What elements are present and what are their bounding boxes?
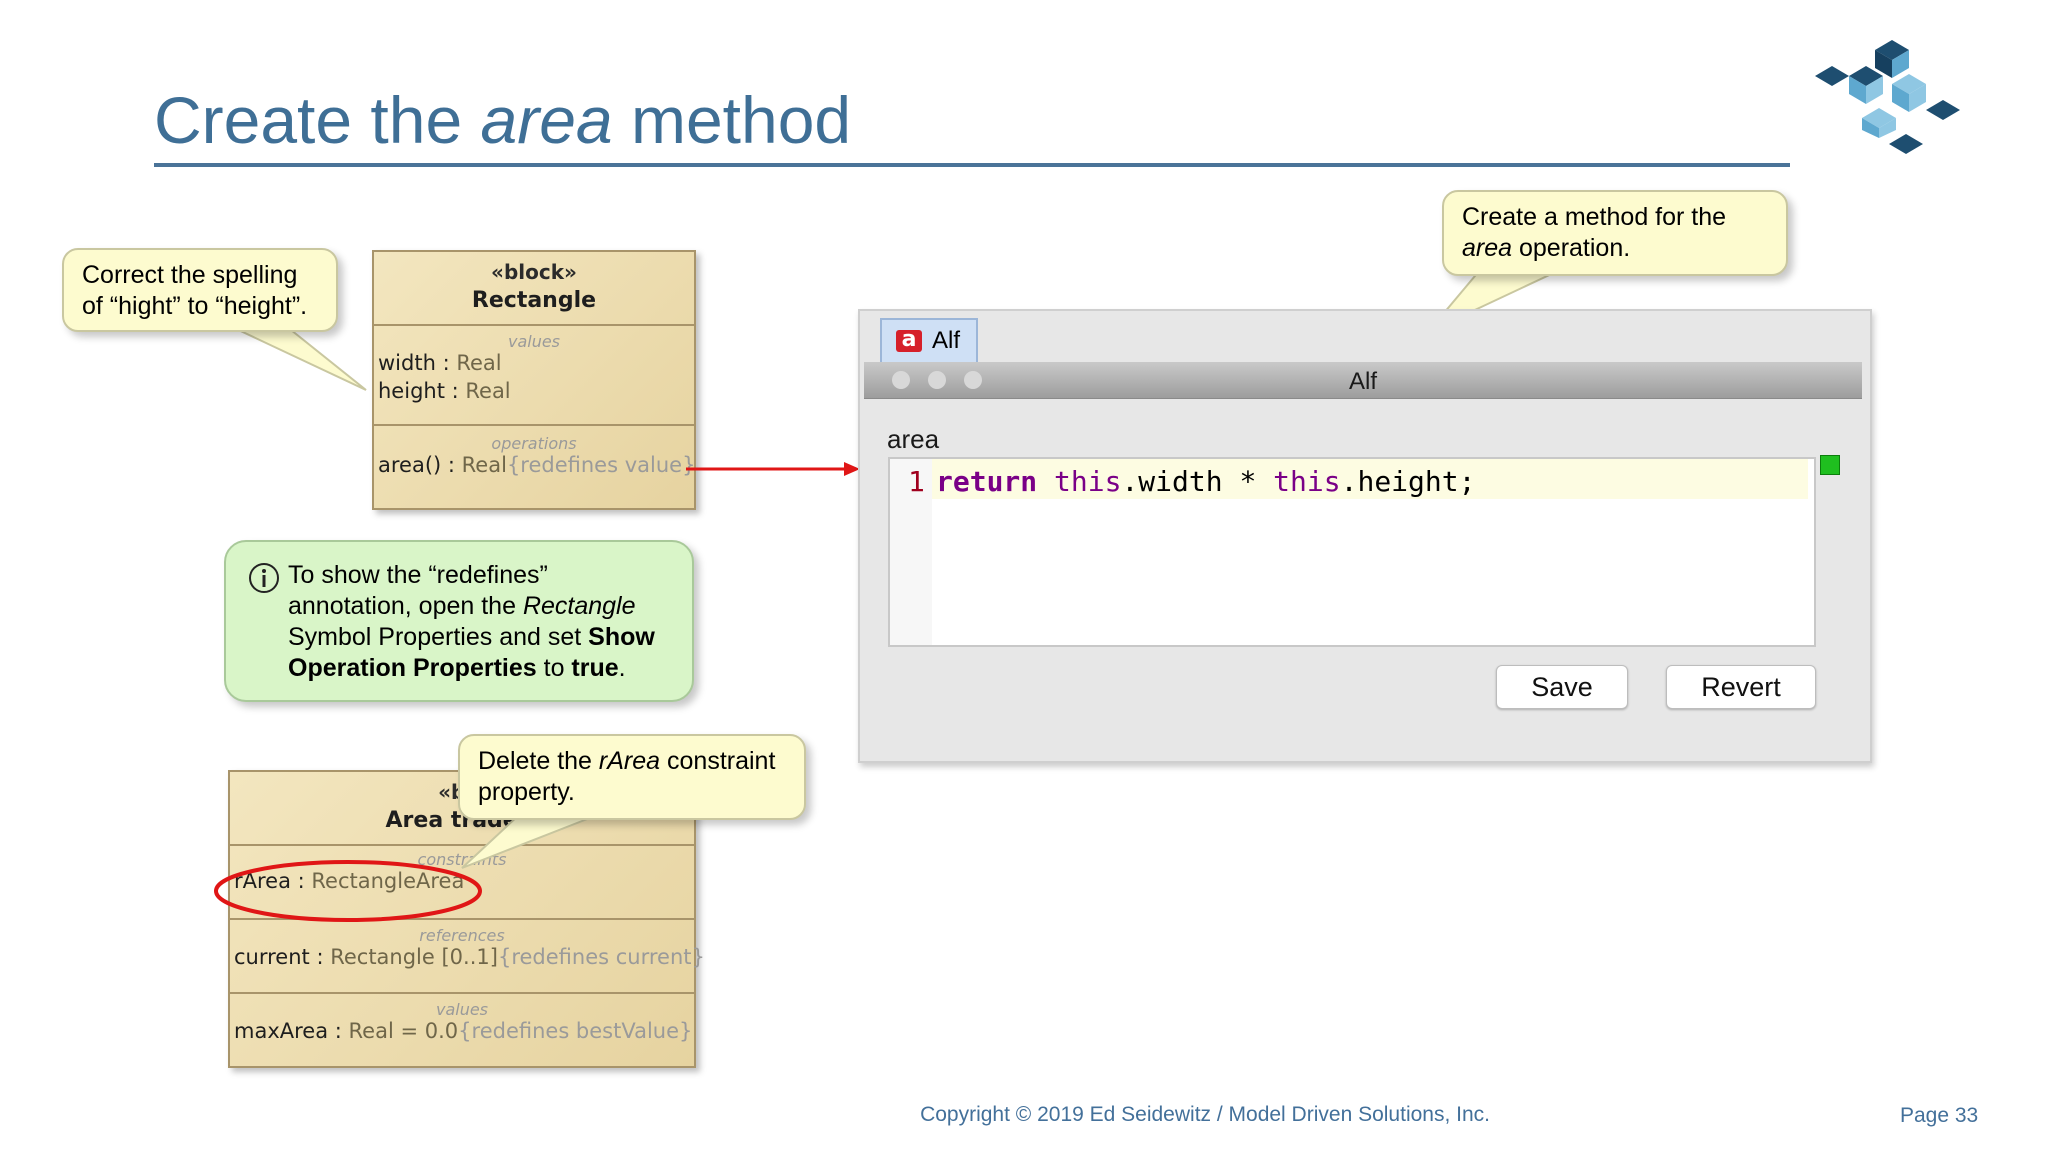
compartment-label: values bbox=[435, 1000, 489, 1019]
tab-label: Alf bbox=[932, 327, 961, 354]
title-emphasis: area bbox=[480, 83, 613, 157]
window-titlebar[interactable]: Alf bbox=[864, 362, 1862, 399]
slide-title: Create the area method bbox=[154, 82, 851, 158]
callout-emphasis: area bbox=[1462, 234, 1513, 262]
connector-arrow bbox=[686, 462, 860, 476]
title-underline bbox=[154, 163, 1790, 167]
code-keyword: this bbox=[1273, 465, 1341, 498]
value-maxarea[interactable]: maxArea : Real = 0.0{redefines bestValue… bbox=[234, 1019, 693, 1043]
code-line[interactable]: return this.width * this.height; bbox=[936, 465, 1475, 498]
references-compartment: references current : Rectangle [0..1]{re… bbox=[230, 918, 705, 992]
info-bold: true bbox=[571, 654, 619, 682]
current-line-highlight bbox=[932, 459, 1808, 499]
value-type: Real = 0.0 bbox=[348, 1019, 459, 1043]
info-text: annotation, open the Rectangle bbox=[288, 591, 692, 622]
callout-text-suffix: constraint bbox=[660, 747, 776, 775]
attr-name: height bbox=[378, 379, 445, 403]
callout-text: Delete the rArea constraint bbox=[478, 746, 804, 777]
callout-text: area operation. bbox=[1462, 233, 1786, 264]
callout-correct-spelling: Correct the spelling of “hight” to “heig… bbox=[62, 248, 338, 332]
info-text: Operation Properties to true. bbox=[288, 653, 692, 684]
close-window-button[interactable] bbox=[892, 371, 910, 389]
attr-type: Real bbox=[456, 351, 502, 375]
code-text: .height; bbox=[1340, 465, 1476, 498]
ref-redefines: {redefines current} bbox=[497, 945, 705, 969]
block-stereotype: «block» bbox=[491, 260, 577, 284]
ref-name: current bbox=[234, 945, 310, 969]
info-bold: Operation Properties bbox=[288, 654, 537, 682]
op-type: Real bbox=[461, 453, 507, 477]
window-title: Alf bbox=[1348, 368, 1377, 395]
values-compartment: values width : Real height : Real bbox=[374, 324, 694, 424]
info-emphasis: Rectangle bbox=[522, 592, 636, 620]
callout-delete-constraint: Delete the rArea constraint property. bbox=[458, 734, 806, 820]
info-text: Symbol Properties and set Show bbox=[288, 622, 692, 653]
value-name: maxArea bbox=[234, 1019, 329, 1043]
info-text-prefix: annotation, open the bbox=[288, 592, 523, 620]
title-suffix: method bbox=[612, 83, 852, 157]
page-number: Page 33 bbox=[1900, 1104, 1979, 1127]
operation-area[interactable]: area() : Real{redefines value} bbox=[378, 453, 696, 477]
code-text: .width * bbox=[1121, 465, 1274, 498]
copyright-footer: Copyright © 2019 Ed Seidewitz / Model Dr… bbox=[920, 1103, 1490, 1126]
code-editor[interactable]: 1 return this.width * this.height; bbox=[888, 457, 1816, 647]
callout-text: Create a method for the bbox=[1462, 203, 1727, 231]
info-text-prefix: Symbol Properties and set bbox=[288, 623, 589, 651]
block-header: «block» Rectangle bbox=[374, 252, 694, 324]
attribute-width[interactable]: width : Real bbox=[378, 351, 502, 375]
constraint-rarea[interactable]: rArea : RectangleArea bbox=[234, 869, 465, 893]
compartment-label: operations bbox=[491, 434, 577, 453]
code-keyword: return bbox=[936, 465, 1038, 498]
callout-text: of “hight” to “height”. bbox=[82, 292, 308, 320]
attr-type: Real bbox=[465, 379, 511, 403]
callout-text-rest: operation. bbox=[1512, 234, 1631, 262]
callout-text: Correct the spelling bbox=[82, 261, 298, 289]
line-number: 1 bbox=[908, 465, 925, 498]
info-text-mid: to bbox=[536, 654, 572, 682]
save-button[interactable]: Save bbox=[1496, 665, 1628, 709]
line-gutter bbox=[890, 459, 932, 645]
attribute-height[interactable]: height : Real bbox=[378, 379, 511, 403]
info-bold: Show bbox=[588, 623, 655, 651]
callout-text-prefix: Delete the bbox=[478, 747, 599, 775]
constraint-type: RectangleArea bbox=[311, 869, 465, 893]
company-logo-icon bbox=[1815, 40, 1960, 154]
compartment-label: values bbox=[507, 332, 561, 351]
block-name: Rectangle bbox=[471, 288, 597, 313]
alf-tab[interactable]: a Alf bbox=[880, 318, 978, 362]
op-name: area() bbox=[378, 453, 442, 477]
title-prefix: Create the bbox=[154, 83, 481, 157]
info-text: To show the “redefines” bbox=[288, 561, 548, 589]
revert-button[interactable]: Revert bbox=[1666, 665, 1816, 709]
attr-name: width bbox=[378, 351, 436, 375]
value-redefines: {redefines bestValue} bbox=[458, 1019, 693, 1043]
code-keyword: this bbox=[1054, 465, 1122, 498]
maximize-window-button[interactable] bbox=[964, 371, 982, 389]
callout-create-method: Create a method for the area operation. bbox=[1442, 190, 1788, 276]
compartment-label: references bbox=[419, 926, 505, 945]
callout-text: property. bbox=[478, 778, 575, 806]
alf-logo-icon: a bbox=[896, 329, 922, 352]
ref-type: Rectangle [0..1] bbox=[330, 945, 498, 969]
operation-label: area bbox=[887, 424, 940, 454]
rectangle-block[interactable]: «block» Rectangle values width : Real he… bbox=[372, 250, 696, 510]
reference-current[interactable]: current : Rectangle [0..1]{redefines cur… bbox=[234, 945, 705, 969]
op-redefines: {redefines value} bbox=[506, 453, 696, 477]
values-compartment: values maxArea : Real = 0.0{redefines be… bbox=[230, 992, 694, 1066]
callout-emphasis: rArea bbox=[598, 747, 661, 775]
highlight-ellipse bbox=[214, 860, 482, 922]
status-indicator bbox=[1820, 455, 1840, 475]
info-icon bbox=[249, 563, 279, 593]
operations-compartment: operations area() : Real{redefines value… bbox=[374, 424, 696, 506]
info-text-end: . bbox=[618, 654, 626, 682]
info-box: To show the “redefines” annotation, open… bbox=[224, 540, 694, 702]
minimize-window-button[interactable] bbox=[928, 371, 946, 389]
